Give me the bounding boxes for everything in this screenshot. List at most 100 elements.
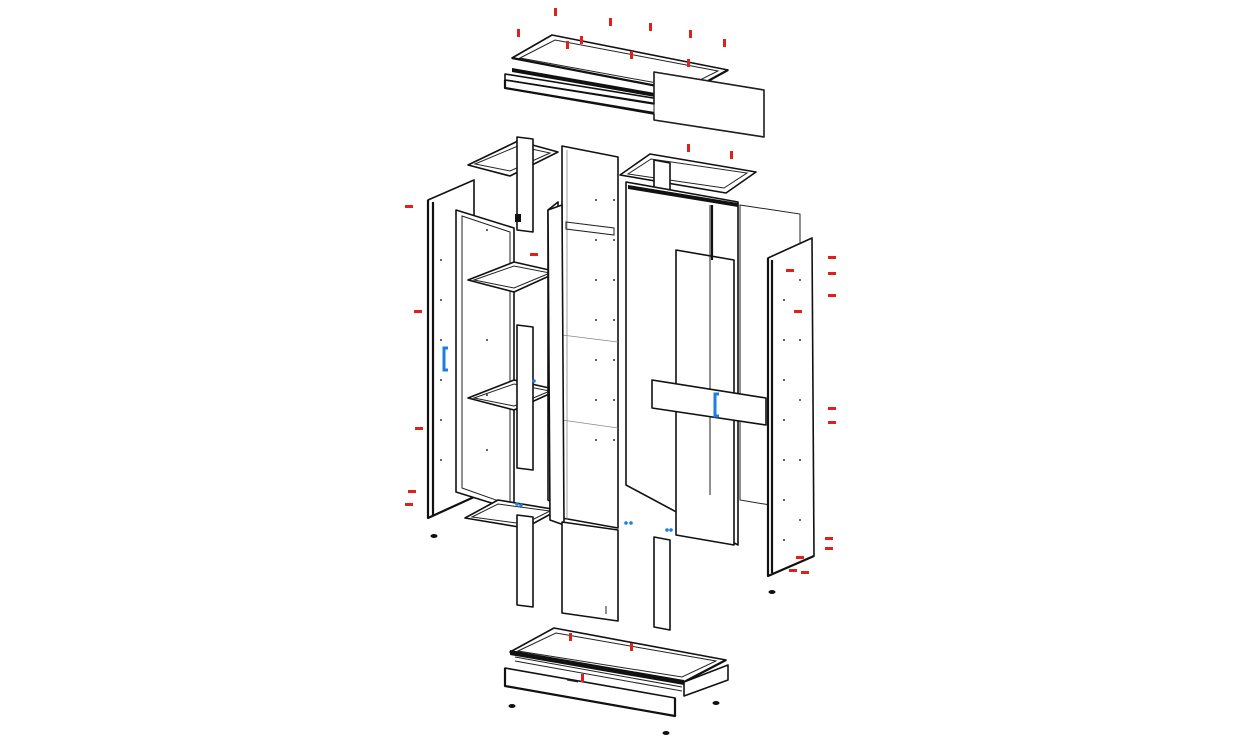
drill-hole (613, 319, 615, 321)
screw-marker-icon (609, 18, 612, 26)
drill-hole (613, 439, 615, 441)
screw-marker-icon (801, 571, 809, 574)
drill-hole (440, 419, 442, 421)
bottom-slats (510, 650, 684, 692)
left-inner-partition (455, 209, 515, 511)
drill-hole (595, 239, 597, 241)
drill-hole (486, 449, 488, 451)
connector-marker-icon (629, 521, 633, 525)
foot-glide-icon (508, 704, 516, 708)
drill-hole (440, 259, 442, 261)
drill-hole (799, 339, 801, 341)
left-door (547, 201, 565, 526)
drill-hole (595, 399, 597, 401)
screw-marker-icon (405, 205, 413, 208)
drill-hole (613, 239, 615, 241)
drill-hole (595, 359, 597, 361)
drill-hole (440, 379, 442, 381)
screw-marker-icon (796, 556, 804, 559)
screw-marker-icon (415, 427, 423, 430)
handle-right-icon (713, 392, 719, 418)
screw-marker-icon (828, 272, 836, 275)
screw-marker-icon (517, 29, 520, 37)
drill-hole (440, 299, 442, 301)
connector-marker-icon (665, 528, 669, 532)
screw-marker-icon (730, 151, 733, 159)
screw-marker-icon (530, 253, 538, 256)
drill-hole (613, 279, 615, 281)
screw-marker-icon (828, 256, 836, 259)
screw-marker-icon (580, 36, 583, 44)
drill-hole (486, 229, 488, 231)
foot-glides (430, 534, 776, 735)
screw-marker-icon (554, 8, 557, 16)
foot-glide-icon (662, 731, 670, 735)
upper-shelf-left (467, 140, 559, 177)
screw-marker-icon (581, 674, 584, 682)
screw-marker-icon (789, 569, 797, 572)
screw-marker-icon (828, 421, 836, 424)
foot-glide-icon (768, 590, 776, 594)
drill-hole (486, 394, 488, 396)
drill-hole (799, 279, 801, 281)
screw-marker-icon (825, 547, 833, 550)
handle-left-icon (442, 346, 448, 372)
screw-marker-icon (405, 503, 413, 506)
drill-hole (440, 459, 442, 461)
drawer-front (561, 521, 619, 622)
drill-hole (595, 319, 597, 321)
drill-hole (783, 339, 785, 341)
screw-marker-icon (723, 39, 726, 47)
drill-hole (799, 519, 801, 521)
screw-marker-icon (649, 23, 652, 31)
screw-marker-icon (630, 51, 633, 59)
drill-hole (440, 339, 442, 341)
screw-marker-icon (414, 310, 422, 313)
drill-hole (783, 299, 785, 301)
drill-hole (783, 459, 785, 461)
left-bottom-shelf (464, 499, 559, 529)
center-divider-left (515, 136, 534, 608)
screw-marker-icon (630, 643, 633, 651)
screw-marker-icon (786, 269, 794, 272)
top-back-board (503, 71, 765, 138)
drill-hole (799, 399, 801, 401)
screw-marker-icon (566, 41, 569, 49)
drill-hole (486, 284, 488, 286)
connector-markers (515, 379, 673, 532)
center-back-panel (561, 145, 619, 529)
screw-marker-icon (825, 537, 833, 540)
foot-glide-icon (430, 534, 438, 538)
screw-marker-icon (828, 294, 836, 297)
connector-marker-icon (624, 521, 628, 525)
connector-marker-icon (532, 379, 536, 383)
connector-marker-icon (669, 528, 673, 532)
drill-hole (783, 539, 785, 541)
drill-hole (595, 279, 597, 281)
screw-marker-icon (687, 144, 690, 152)
drill-holes (440, 199, 801, 541)
screw-marker-icon (687, 59, 690, 67)
drill-hole (613, 199, 615, 201)
screw-marker-icon (689, 30, 692, 38)
drill-hole (486, 339, 488, 341)
screw-markers (405, 8, 836, 682)
drill-hole (783, 419, 785, 421)
drill-hole (613, 399, 615, 401)
drill-hole (595, 439, 597, 441)
right-door (625, 181, 739, 546)
screw-marker-icon (794, 310, 802, 313)
drill-hole (783, 379, 785, 381)
foot-glide-icon (712, 701, 720, 705)
right-side-panel (766, 237, 815, 578)
plinth-front (503, 667, 677, 718)
screw-marker-icon (569, 633, 572, 641)
connector-marker-icon (515, 502, 519, 506)
drill-hole (783, 499, 785, 501)
screw-marker-icon (408, 490, 416, 493)
drill-hole (595, 199, 597, 201)
connector-marker-icon (519, 503, 523, 507)
drill-hole (799, 459, 801, 461)
drill-hole (613, 359, 615, 361)
